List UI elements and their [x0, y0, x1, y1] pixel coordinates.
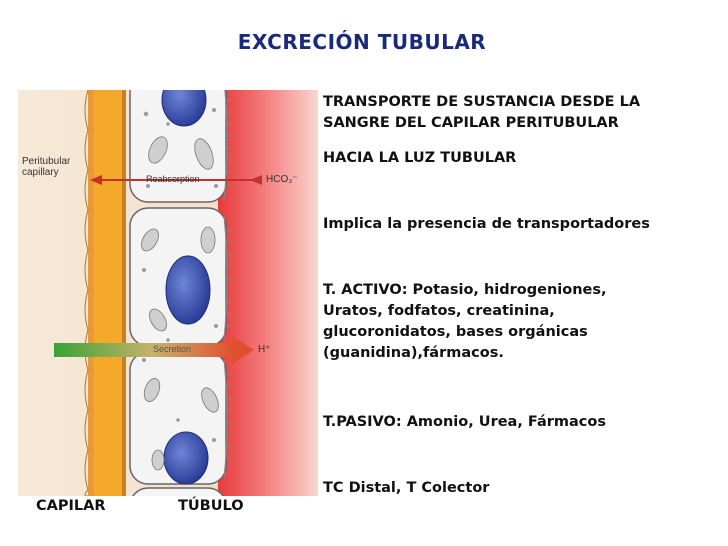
capilar-label: CAPILAR: [36, 498, 106, 514]
tubular-lumen: [218, 90, 318, 496]
cell-nuclei: [161, 90, 211, 485]
capillary-wall: [94, 90, 122, 496]
h-plus-label: H⁺: [258, 344, 271, 355]
secretion-arrow: [54, 336, 254, 364]
tubulo-label: TÚBULO: [178, 498, 244, 514]
tubule-illustration: [18, 90, 318, 496]
paragraph-transporters: Implica la presencia de transportadores: [323, 216, 650, 232]
paragraph-active-transport: T. ACTIVO: Potasio, hidrogeniones, Urato…: [323, 282, 607, 361]
tubule-diagram: Peritubular capillary Reabsorption HCO₃⁻…: [18, 90, 318, 496]
paragraph-definition: TRANSPORTE DE SUSTANCIA DESDE LA SANGRE …: [323, 94, 641, 131]
paragraph-lumen: HACIA LA LUZ TUBULAR: [323, 150, 517, 166]
paragraph-passive-transport: T.PASIVO: Amonio, Urea, Fármacos: [323, 414, 606, 430]
secretion-label: Secretion: [153, 344, 192, 354]
hco3-label: HCO₃⁻: [266, 174, 298, 185]
reabsorption-arrow: [90, 175, 262, 185]
page-title: EXCRECIÓN TUBULAR: [237, 30, 487, 54]
peritubular-capillary-label: Peritubular capillary: [22, 156, 71, 178]
paragraph-location: TC Distal, T Colector: [323, 480, 490, 496]
reabsorption-label: Reabsorption: [146, 174, 200, 184]
